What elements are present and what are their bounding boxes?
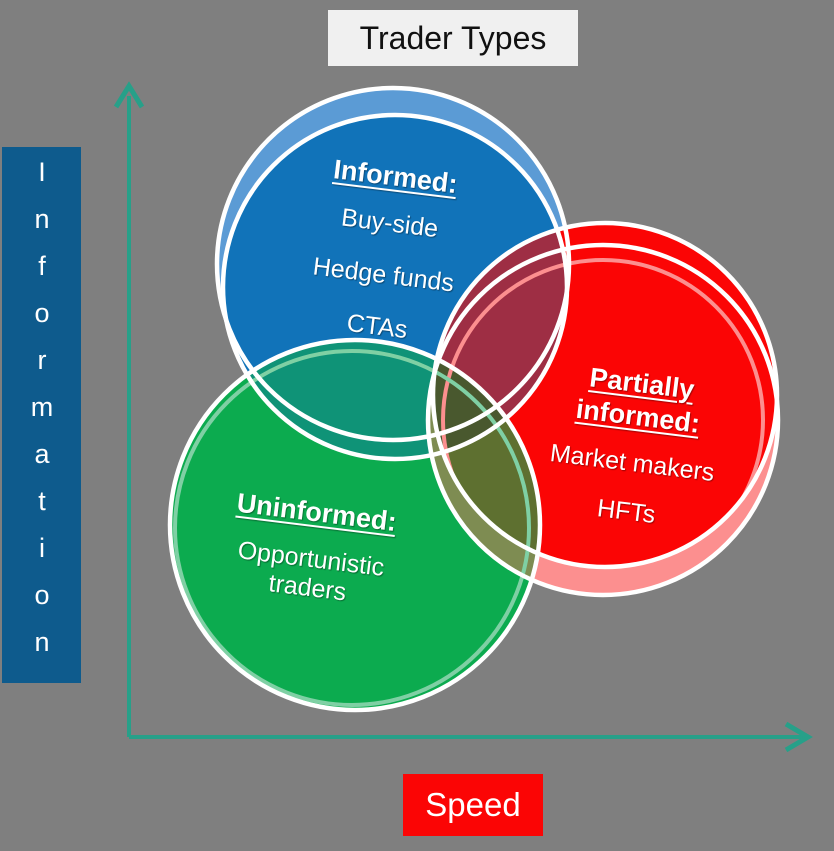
- x-axis-arrowhead-icon: [784, 721, 813, 753]
- partially-informed-accent-arc: [441, 258, 765, 567]
- diagram-title-box: Trader Types: [328, 10, 578, 66]
- informed-partially-overlap: [433, 223, 567, 459]
- uninformed-outline: [167, 337, 543, 713]
- y-axis-arrowhead-icon: [113, 81, 145, 109]
- partially-informed-outline: [430, 220, 780, 570]
- partially-informed-item: HFTs: [595, 494, 657, 529]
- y-axis-label: Information: [27, 156, 57, 674]
- partially-informed-label-block: Partially informed: Market makers HFTs: [503, 353, 763, 561]
- y-axis-label-box: Information: [2, 147, 81, 683]
- uninformed-item: Opportunistic traders: [236, 536, 386, 607]
- informed-outline-outer: [214, 85, 572, 443]
- uninformed-accent-arc: [173, 349, 531, 707]
- informed-item: Hedge funds: [311, 252, 456, 298]
- x-axis-label: Speed: [425, 786, 521, 823]
- diagram-title: Trader Types: [359, 19, 547, 56]
- informed-item: CTAs: [345, 308, 409, 345]
- x-axis-label-box: Speed: [403, 774, 543, 836]
- informed-label-block: Informed: Buy-side Hedge funds CTAs: [239, 144, 532, 380]
- partially-informed-outline-outer: [425, 242, 781, 598]
- informed-outline: [220, 112, 570, 462]
